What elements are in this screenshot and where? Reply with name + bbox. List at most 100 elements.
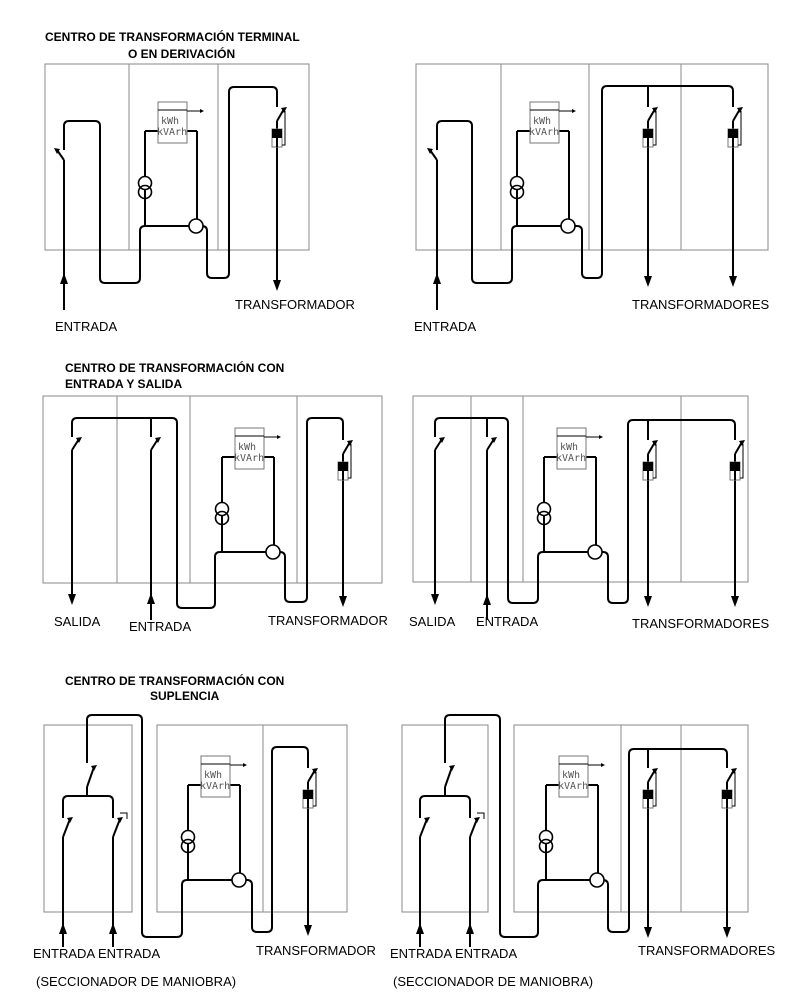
main-cable xyxy=(63,86,278,284)
switch-contact-icon xyxy=(67,817,73,823)
main-cable xyxy=(434,417,736,604)
voltage-transformer-icon xyxy=(538,838,554,854)
arrow-down-icon xyxy=(273,280,281,291)
fuse-blown-half xyxy=(272,129,282,138)
section-2-title-line1: CENTRO DE TRANSFORMACIÓN CON xyxy=(65,360,284,375)
meter-label-kwh: kWh xyxy=(560,442,578,453)
switch-contact-icon xyxy=(76,437,82,443)
energy-meter xyxy=(200,755,231,798)
label-transformadores: TRANSFORMADORES xyxy=(632,616,770,631)
arrow-up-icon xyxy=(59,923,67,934)
switch-contact-icon xyxy=(652,440,658,446)
main-cable xyxy=(86,714,309,938)
arrow-right-icon xyxy=(572,109,576,113)
switch-contact-icon xyxy=(491,437,497,443)
main-cable xyxy=(436,85,734,284)
switch-blade xyxy=(444,766,453,788)
arrow-down-icon xyxy=(304,925,312,936)
arrow-right-icon xyxy=(200,109,204,113)
switch-contact-icon xyxy=(652,768,658,774)
voltage-transformer-icon xyxy=(509,184,525,200)
cubicle-enclosure xyxy=(42,395,383,584)
arrow-right-icon xyxy=(243,763,247,767)
meter-label-kvarh: kVArh xyxy=(157,127,187,138)
energy-meter xyxy=(529,101,560,144)
fuse-blown-half xyxy=(728,129,738,138)
arrow-up-icon xyxy=(60,273,68,284)
arrow-up-icon xyxy=(433,273,441,284)
switch-contact-icon xyxy=(739,440,745,446)
fuse-striker xyxy=(653,111,657,146)
switch-blade xyxy=(112,818,121,838)
switch-blade xyxy=(469,818,478,838)
label-entrada: ENTRADA xyxy=(476,614,538,629)
label-entrada: ENTRADA xyxy=(414,319,476,334)
fuse-blown-half xyxy=(643,790,653,799)
switch-blade xyxy=(86,766,95,788)
meter-label-kvarh: kVArh xyxy=(556,453,586,464)
fuse-striker xyxy=(732,772,736,807)
voltage-transformer-icon xyxy=(137,184,153,200)
maneuver-switch-mark xyxy=(120,812,128,819)
switch-contact-icon xyxy=(281,107,287,113)
current-transformer-icon xyxy=(560,218,576,234)
section-2-title-line2: ENTRADA Y SALIDA xyxy=(65,377,182,391)
switch-contact-icon xyxy=(347,440,353,446)
label-transformador: TRANSFORMADOR xyxy=(268,613,388,628)
voltage-transformer-icon xyxy=(180,838,196,854)
switch-contact-icon xyxy=(449,765,455,771)
switch-contact-icon xyxy=(117,817,123,823)
cubicle-enclosure xyxy=(415,63,769,251)
fuse-striker xyxy=(313,772,317,807)
switch-contact-icon xyxy=(312,768,318,774)
arrow-up-icon xyxy=(483,594,491,605)
current-transformer-icon xyxy=(587,544,603,560)
fuse-striker xyxy=(653,772,657,807)
fuse-blown-half xyxy=(643,129,653,138)
current-transformer-icon xyxy=(188,218,204,234)
label-entrada: ENTRADA xyxy=(98,946,160,961)
cubicle-enclosure xyxy=(44,63,310,251)
arrow-down-icon xyxy=(644,927,652,938)
switch-contact-icon xyxy=(731,768,737,774)
meter-label-kvarh: kVArh xyxy=(200,781,230,792)
main-cable xyxy=(444,714,728,938)
arrow-down-icon xyxy=(729,276,737,287)
arrow-down-icon xyxy=(731,596,739,607)
label-entrada: ENTRADA xyxy=(55,319,117,334)
section-3-title-line2: SUPLENCIA xyxy=(150,689,220,703)
meter-label-kwh: kWh xyxy=(204,770,222,781)
busbar xyxy=(62,795,114,818)
label-transformadores: TRANSFORMADORES xyxy=(638,943,776,958)
arrow-up-icon xyxy=(109,923,117,934)
switch-contact-icon xyxy=(439,437,445,443)
arrow-right-icon xyxy=(277,435,281,439)
fuse-striker xyxy=(348,444,352,479)
arrow-down-icon xyxy=(431,594,439,605)
label-transformador: TRANSFORMADOR xyxy=(235,297,355,312)
switch-contact-icon xyxy=(91,765,97,771)
label-entrada: ENTRADA xyxy=(33,946,95,961)
fuse-striker xyxy=(653,444,657,479)
current-transformer-icon xyxy=(589,872,605,888)
energy-meter xyxy=(556,427,587,470)
label-entrada: ENTRADA xyxy=(129,619,191,634)
meter-label-kvarh: kVArh xyxy=(529,127,559,138)
label-seccionador: (SECCIONADOR DE MANIOBRA) xyxy=(36,974,236,989)
switch-contact-icon xyxy=(652,107,658,113)
arrow-down-icon xyxy=(339,596,347,607)
fuse-blown-half xyxy=(338,462,348,471)
arrow-down-icon xyxy=(68,594,76,605)
fuse-blown-half xyxy=(643,462,653,471)
energy-meter xyxy=(234,427,265,470)
meter-label-kwh: kWh xyxy=(161,116,179,127)
section-1-title-line2: O EN DERIVACIÓN xyxy=(128,46,235,61)
arrow-right-icon xyxy=(599,435,603,439)
meter-label-kwh: kWh xyxy=(238,442,256,453)
label-salida: SALIDA xyxy=(54,614,101,629)
switch-contact-icon xyxy=(474,817,480,823)
arrow-up-icon xyxy=(147,593,155,604)
switch-contact-icon xyxy=(54,148,60,154)
diagram-drawing-layer: kWhkVArhkWhkVArhkWhkVArhkWhkVArhkWhkVArh… xyxy=(42,63,769,947)
